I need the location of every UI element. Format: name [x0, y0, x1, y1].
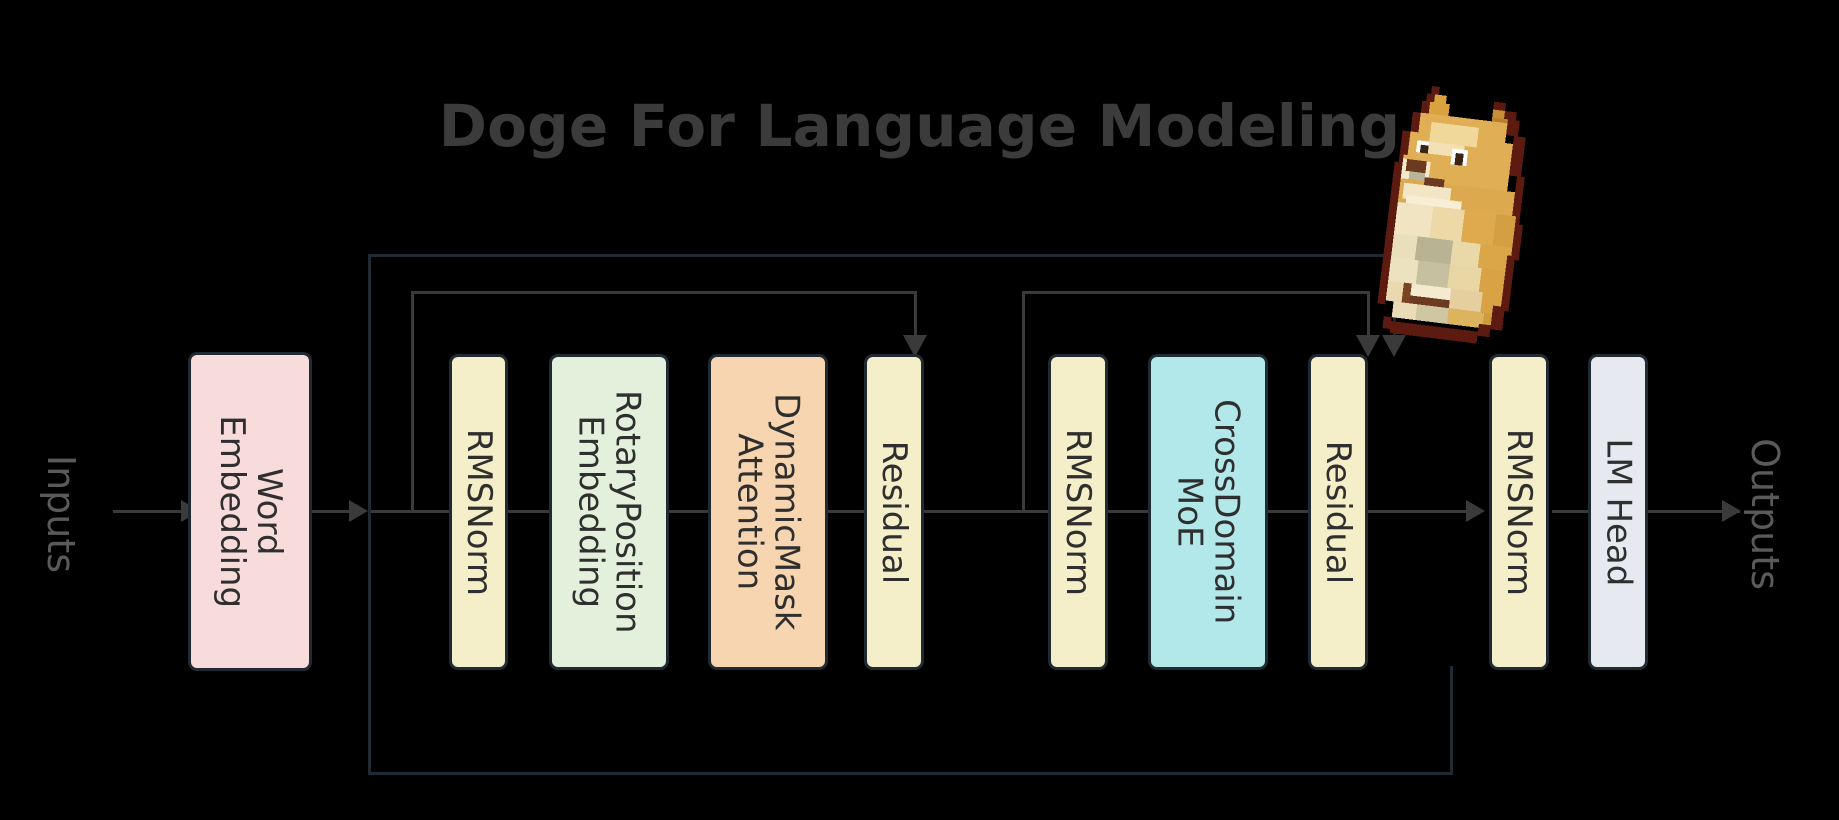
node-residual-2[interactable]: Residual: [1308, 354, 1368, 670]
node-word-embedding[interactable]: Word Embedding: [188, 352, 312, 671]
flow-arrow-into-stack: [349, 500, 368, 522]
node-rmsnorm-1[interactable]: RMSNorm: [449, 354, 508, 670]
node-rmsnorm-3[interactable]: RMSNorm: [1489, 354, 1549, 670]
node-label-rmsnorm-3: RMSNorm: [1499, 428, 1540, 596]
outer-residual-top: [368, 254, 1396, 257]
node-label-rmsnorm-1: RMSNorm: [458, 428, 499, 596]
flow-line-embedding-out: [311, 510, 354, 513]
attn-residual-right-down: [914, 291, 917, 354]
attn-residual-left-up: [411, 291, 414, 512]
output-label: Outputs: [1743, 438, 1787, 590]
page-title: Doge For Language Modeling: [438, 92, 1401, 160]
node-lm-head[interactable]: LM Head: [1588, 354, 1648, 670]
node-rmsnorm-2[interactable]: RMSNorm: [1048, 354, 1108, 670]
flow-arrow-outputs: [1722, 500, 1741, 522]
node-dynamic-mask-attention[interactable]: DynamicMask Attention: [708, 354, 828, 670]
node-residual-1[interactable]: Residual: [864, 354, 924, 670]
node-label-rmsnorm-2: RMSNorm: [1058, 428, 1099, 596]
node-label-rotary-position-embedding: RotaryPosition Embedding: [571, 390, 648, 634]
moe-residual-top: [1022, 291, 1370, 294]
node-label-residual-1: Residual: [874, 440, 915, 584]
node-rotary-position-embedding[interactable]: RotaryPosition Embedding: [549, 354, 669, 670]
attn-residual-arrow: [903, 335, 927, 357]
flow-line-input: [113, 510, 183, 513]
flow-line-lmhead-out: [1655, 510, 1740, 513]
flow-line-main-spine: [368, 510, 1480, 513]
attn-residual-top: [411, 291, 917, 294]
outer-residual-left-down: [368, 510, 371, 772]
node-label-residual-2: Residual: [1318, 440, 1359, 584]
node-label-dynamic-mask-attention: DynamicMask Attention: [730, 393, 807, 631]
flow-arrow-into-final-norm: [1466, 500, 1485, 522]
doge-mascot-icon: [1352, 68, 1561, 365]
node-label-word-embedding: Word Embedding: [212, 415, 289, 608]
moe-residual-right-down: [1367, 291, 1370, 354]
outer-residual-return-up: [1450, 666, 1453, 774]
moe-residual-arrow: [1356, 335, 1380, 357]
outer-residual-left-up: [368, 254, 371, 512]
input-label: Inputs: [39, 454, 83, 574]
node-label-lm-head: LM Head: [1598, 438, 1639, 586]
outer-residual-arrow: [1382, 335, 1406, 357]
node-label-crossdomain-moe: CrossDomain MoE: [1170, 399, 1247, 625]
outer-residual-bottom: [368, 772, 1453, 775]
node-crossdomain-moe[interactable]: CrossDomain MoE: [1148, 354, 1268, 670]
moe-residual-left-up: [1022, 291, 1025, 512]
